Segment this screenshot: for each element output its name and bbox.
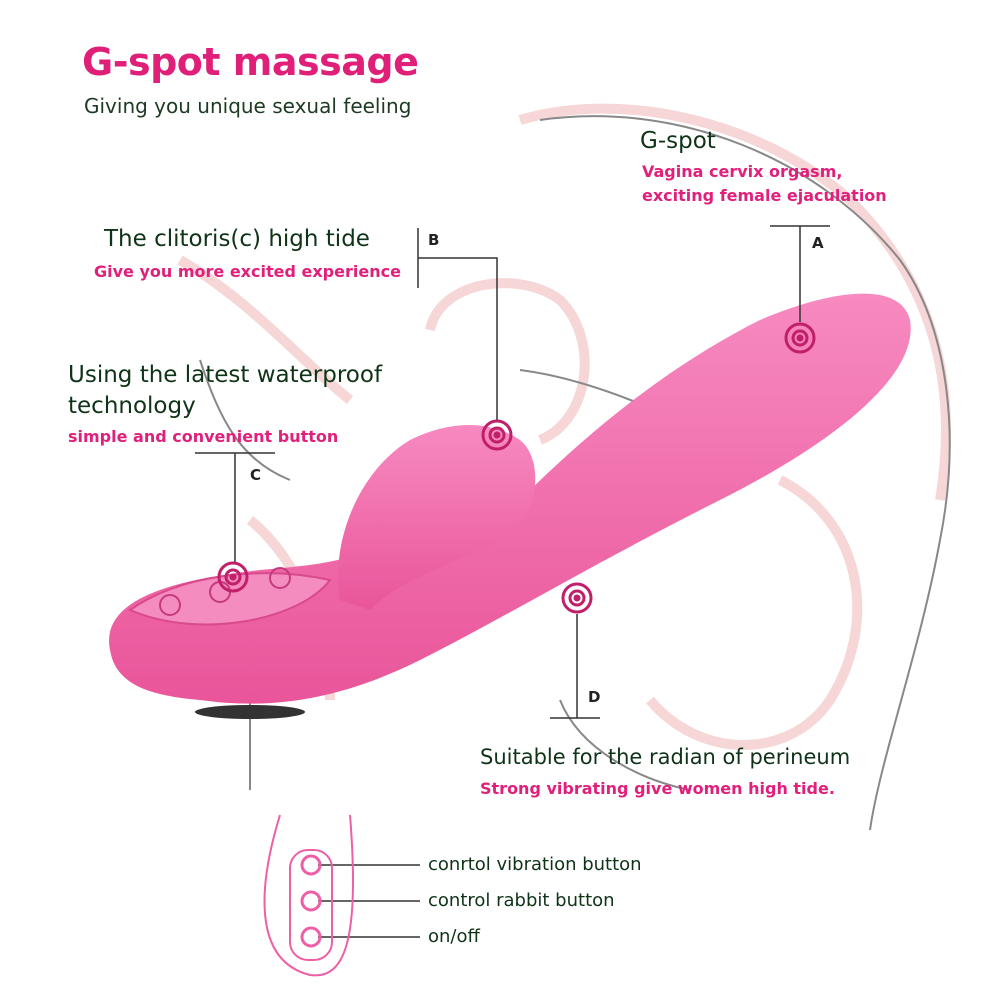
callout-c-title-line2: technology <box>68 393 196 419</box>
callout-a-title: G-spot <box>640 128 716 154</box>
callout-c-desc: simple and convenient button <box>68 427 339 446</box>
anatomy-outline <box>177 103 951 750</box>
page-subtitle: Giving you unique sexual feeling <box>84 94 412 118</box>
callout-d-title: Suitable for the radian of perineum <box>480 745 851 769</box>
legend-power-button: on/off <box>428 926 480 947</box>
target-markers <box>217 322 816 614</box>
legend-vibration-button: conrtol vibration button <box>428 854 642 875</box>
callout-a-letter: A <box>812 234 824 252</box>
legend-rabbit-button: control rabbit button <box>428 890 615 911</box>
leader-lines <box>195 225 830 938</box>
callout-a-line1: Vagina cervix orgasm, <box>642 162 843 181</box>
vibration-button-icon <box>269 567 291 589</box>
handle-outline <box>263 814 355 977</box>
callout-d-desc: Strong vibrating give women high tide. <box>480 779 835 798</box>
callout-a-line2: exciting female ejaculation <box>642 186 887 205</box>
page-title: G-spot massage <box>82 40 419 84</box>
callout-c-letter: C <box>250 466 262 484</box>
power-button-icon <box>159 594 181 616</box>
callout-b-title: The clitoris(c) high tide <box>104 226 370 252</box>
callout-b-letter: B <box>428 231 440 249</box>
callout-c-title-line1: Using the latest waterproof <box>68 362 383 388</box>
callout-d-letter: D <box>588 688 601 706</box>
device-illustration <box>109 293 911 719</box>
callout-b-desc: Give you more excited experience <box>94 262 401 281</box>
